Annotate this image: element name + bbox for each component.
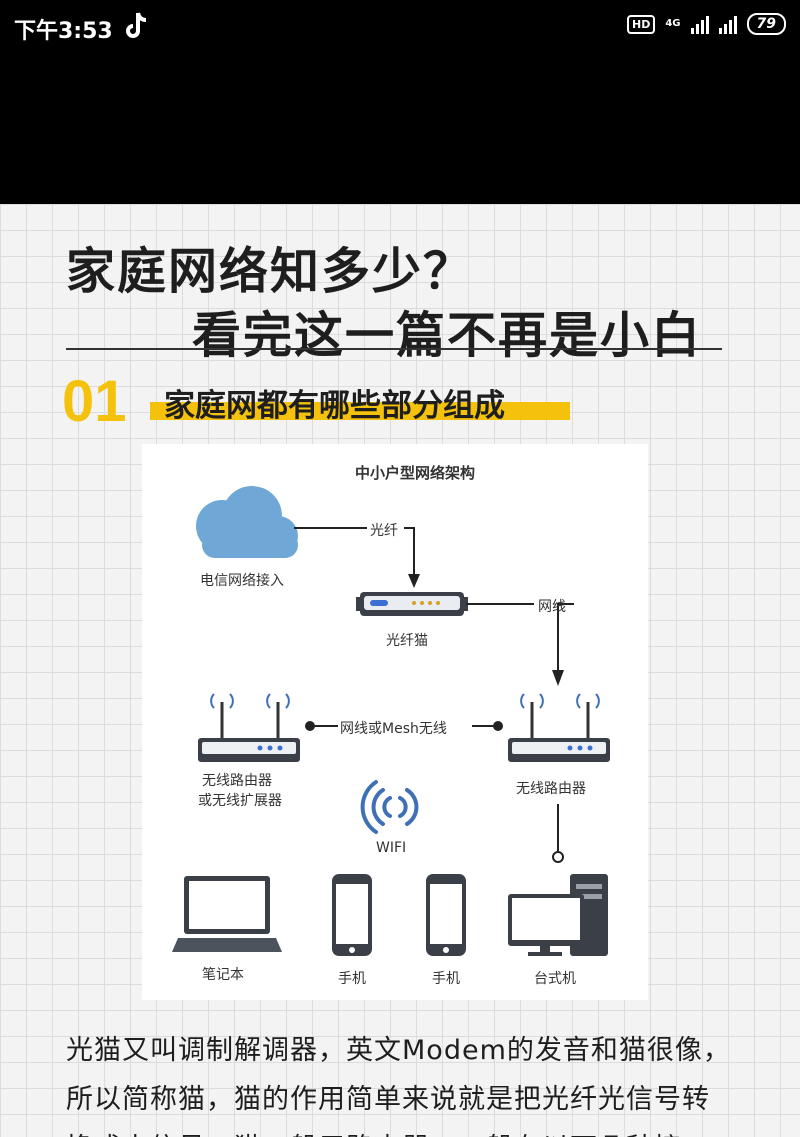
- wifi-label: WIFI: [376, 840, 407, 856]
- wifi-icon: [360, 780, 419, 834]
- section-number: 01: [62, 369, 127, 434]
- cloud-icon: [196, 486, 298, 558]
- network-type: 4G: [665, 18, 681, 29]
- router-left-label-2: 或无线扩展器: [198, 793, 282, 809]
- phone2-label: 手机: [432, 971, 460, 987]
- diagram-title: 中小户型网络架构: [355, 464, 476, 482]
- desktop-label: 台式机: [534, 971, 576, 987]
- paragraph-line-3: 换成电信号，猫一般用路由器，一般有以下几种接口: [66, 1124, 756, 1137]
- title-divider: [66, 348, 722, 350]
- paragraph-line-1: 光猫又叫调制解调器，英文Modem的发音和猫很像，: [66, 1035, 731, 1066]
- title-line2-main: 看完这一篇不再是: [192, 307, 601, 364]
- diagram-graphics: [172, 486, 610, 956]
- laptop-label: 笔记本: [202, 967, 244, 983]
- modem-label: 光纤猫: [386, 633, 428, 649]
- router-right-label: 无线路由器: [516, 781, 586, 797]
- hd-voice-icon: HD: [627, 14, 656, 34]
- article-title-line2: 看完这一篇不再是小白: [192, 296, 702, 367]
- section-highlight-bar: [150, 402, 570, 420]
- signal-icon: [690, 14, 709, 34]
- phone1-label: 手机: [338, 971, 366, 987]
- status-time: 下午3:53: [14, 19, 113, 44]
- desktop-icon: [508, 874, 608, 956]
- mesh-link-label: 网线或Mesh无线: [340, 721, 447, 737]
- phone-icon-1: [332, 874, 372, 956]
- network-diagram: 中小户型网络架构 电信网络接入 光纤 光纤猫 网线 网线或Mesh无线 无线路由…: [142, 444, 648, 1000]
- tiktok-icon: [126, 12, 147, 38]
- cable-link-label: 网线: [538, 599, 566, 615]
- cloud-label: 电信网络接入: [200, 573, 284, 589]
- router-right-icon: [508, 693, 610, 762]
- router-left-label-1: 无线路由器: [202, 773, 272, 789]
- article-image: 家庭网络知多少？ 看完这一篇不再是小白 01 家庭网都有哪些部分组成: [0, 204, 800, 1137]
- article-title-line1: 家庭网络知多少？: [66, 243, 475, 300]
- modem-icon: [356, 592, 468, 616]
- fiber-link-label: 光纤: [370, 523, 398, 539]
- title-highlight: 小白: [600, 307, 703, 364]
- router-left-icon: [198, 693, 300, 762]
- signal-icon-2: [718, 14, 737, 34]
- laptop-icon: [172, 876, 282, 952]
- article-paragraph: 光猫又叫调制解调器，英文Modem的发音和猫很像， 所以简称猫，猫的作用简单来说…: [66, 1026, 756, 1137]
- battery-indicator: 79: [746, 13, 786, 35]
- phone-icon-2: [426, 874, 466, 956]
- status-bar: 下午3:53 HD 4G 79: [0, 0, 800, 56]
- paragraph-line-2: 所以简称猫，猫的作用简单来说就是把光纤光信号转: [66, 1084, 710, 1115]
- section-title: 家庭网都有哪些部分组成: [164, 388, 505, 424]
